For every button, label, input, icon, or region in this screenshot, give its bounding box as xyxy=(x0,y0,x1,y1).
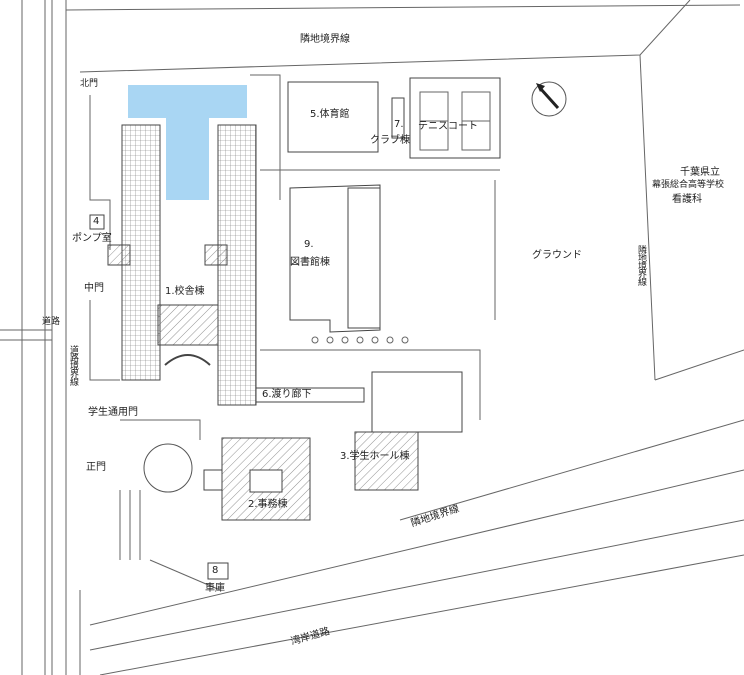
west-walk-edge xyxy=(89,300,120,381)
label-west-border: 道路境界線 xyxy=(68,345,78,385)
coastal-road-line-2 xyxy=(89,519,744,651)
label-road: 道路 xyxy=(42,317,61,327)
label-gym: 5.体育館 xyxy=(310,109,350,120)
tennis-court xyxy=(409,77,501,159)
label-middle-gate: 中門 xyxy=(84,283,104,294)
student-hall-building xyxy=(354,431,419,491)
office-inner xyxy=(249,469,283,493)
label-north-border: 隣地境界線 xyxy=(300,34,350,45)
east-boundary-2 xyxy=(654,349,744,381)
entrance-steps xyxy=(164,354,211,366)
label-garage: 車庫 xyxy=(205,583,225,594)
label-club-num: 7. xyxy=(394,119,404,130)
main-entrance xyxy=(157,304,219,346)
label-corridor: 6.渡り廊下 xyxy=(262,389,312,400)
label-pump: ポンプ室 xyxy=(72,233,112,244)
club-building xyxy=(391,97,405,139)
label-library-num: 9. xyxy=(304,239,314,250)
label-library: 図書館棟 xyxy=(290,257,330,268)
pump-room xyxy=(89,214,105,230)
label-main-building: 1.校舎棟 xyxy=(165,286,205,297)
north-boundary xyxy=(79,0,691,73)
library-trees xyxy=(311,336,409,344)
label-neighbor-school-1: 千葉県立 xyxy=(680,167,720,178)
inner-road xyxy=(260,349,481,420)
gym-building xyxy=(287,81,379,153)
roundabout xyxy=(143,443,193,493)
office-entrance xyxy=(203,469,223,491)
main-stair-east xyxy=(204,244,228,266)
student-gate-walk xyxy=(120,419,201,440)
highlight-area xyxy=(128,85,247,200)
label-north-gate: 北門 xyxy=(80,79,99,89)
coastal-road-line-3 xyxy=(99,554,744,675)
label-neighbor-school-3: 看護科 xyxy=(672,194,702,205)
label-student-gate: 学生通用門 xyxy=(88,407,138,418)
south-border-line xyxy=(399,419,744,521)
label-main-gate: 正門 xyxy=(86,462,106,473)
label-club: クラブ棟 xyxy=(370,135,410,146)
label-pump-num: 4 xyxy=(93,216,100,227)
east-boundary xyxy=(639,54,656,381)
parking-lot xyxy=(119,490,221,591)
west-parking-edge xyxy=(89,95,111,250)
label-office: 2.事務棟 xyxy=(248,499,288,510)
corridor xyxy=(255,387,365,403)
label-ground: グラウンド xyxy=(532,250,582,261)
north-service-road xyxy=(250,74,281,200)
student-hall-upper xyxy=(371,371,463,433)
label-garage-num: 8 xyxy=(212,565,219,576)
label-east-border: 隣地境界線 xyxy=(636,245,646,285)
library-building xyxy=(289,184,381,333)
north-road-edge xyxy=(65,4,741,11)
label-neighbor-school-2: 幕張総合高等学校 xyxy=(652,180,725,190)
garage-building xyxy=(207,562,229,580)
label-student-hall: 3.学生ホール棟 xyxy=(340,451,410,462)
main-stair-west xyxy=(107,244,131,266)
north-arrow-icon xyxy=(531,81,567,117)
coastal-road-line-1 xyxy=(89,469,744,626)
library-stack xyxy=(347,187,381,329)
label-tennis: テニスコート xyxy=(418,121,478,132)
